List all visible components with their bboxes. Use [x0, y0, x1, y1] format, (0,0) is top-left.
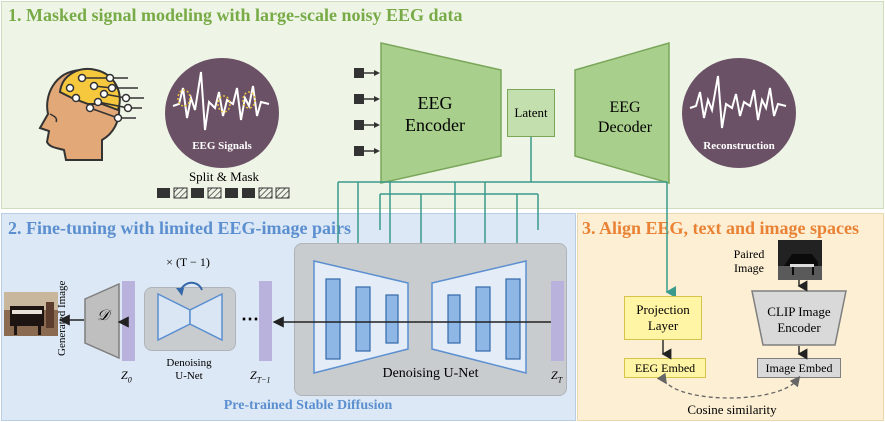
latent-box: Latent: [507, 89, 555, 137]
big-unet-diagram: [313, 260, 527, 374]
eeg-decoder-block: [574, 42, 670, 184]
eeg-signal-waveform: [172, 71, 270, 131]
zt-label: ZT: [551, 368, 563, 385]
z0-label: Z0: [121, 368, 132, 385]
eeg-decoder-label: EEG Decoder: [597, 99, 653, 136]
eeg-encoder-label: EEG Encoder: [405, 93, 465, 135]
panel1-title: 1. Masked signal modeling with large-sca…: [8, 5, 463, 25]
image-decoder-block: [84, 283, 120, 359]
cosine-similarity-label: Cosine similarity: [687, 402, 777, 417]
panel3-title: 3. Align EEG, text and image spaces: [582, 218, 860, 238]
generated-image-thumbnail: [4, 292, 58, 336]
reconstruction-label: Reconstruction: [703, 140, 775, 152]
latent-zt-bar: [551, 281, 564, 361]
clip-image-encoder-label: CLIP Image Encoder: [767, 304, 831, 335]
panel2-title: 2. Fine-tuning with limited EEG-image pa…: [8, 218, 352, 238]
repeat-count-label: × (T − 1): [166, 255, 210, 269]
paired-image-label: Paired Image: [733, 247, 765, 275]
reconstruction-waveform: [689, 75, 787, 129]
big-unet-label: Denoising U-Net: [382, 366, 479, 381]
clip-image-encoder-block: [751, 290, 847, 346]
eeg-signals-label: EEG Signals: [192, 140, 252, 152]
image-decoder-symbol: 𝒟: [97, 308, 109, 324]
small-unet-diagram: [157, 281, 223, 342]
ellipsis: ⋯: [241, 309, 259, 329]
paired-image-thumbnail: [778, 240, 822, 280]
pretrained-stable-diffusion-label: Pre-trained Stable Diffusion: [223, 398, 393, 413]
head-eeg-cap-icon: [38, 68, 144, 161]
split-mask-label: Split & Mask: [188, 169, 260, 184]
latent-zt-minus-1-bar: [259, 281, 272, 361]
eeg-encoder-block: [380, 42, 502, 184]
input-tokens-icon: [354, 68, 380, 156]
small-unet-label: Denoising U-Net: [166, 357, 212, 382]
mask-patches: [157, 187, 290, 199]
zt-minus-1-label: ZT−1: [250, 368, 271, 385]
